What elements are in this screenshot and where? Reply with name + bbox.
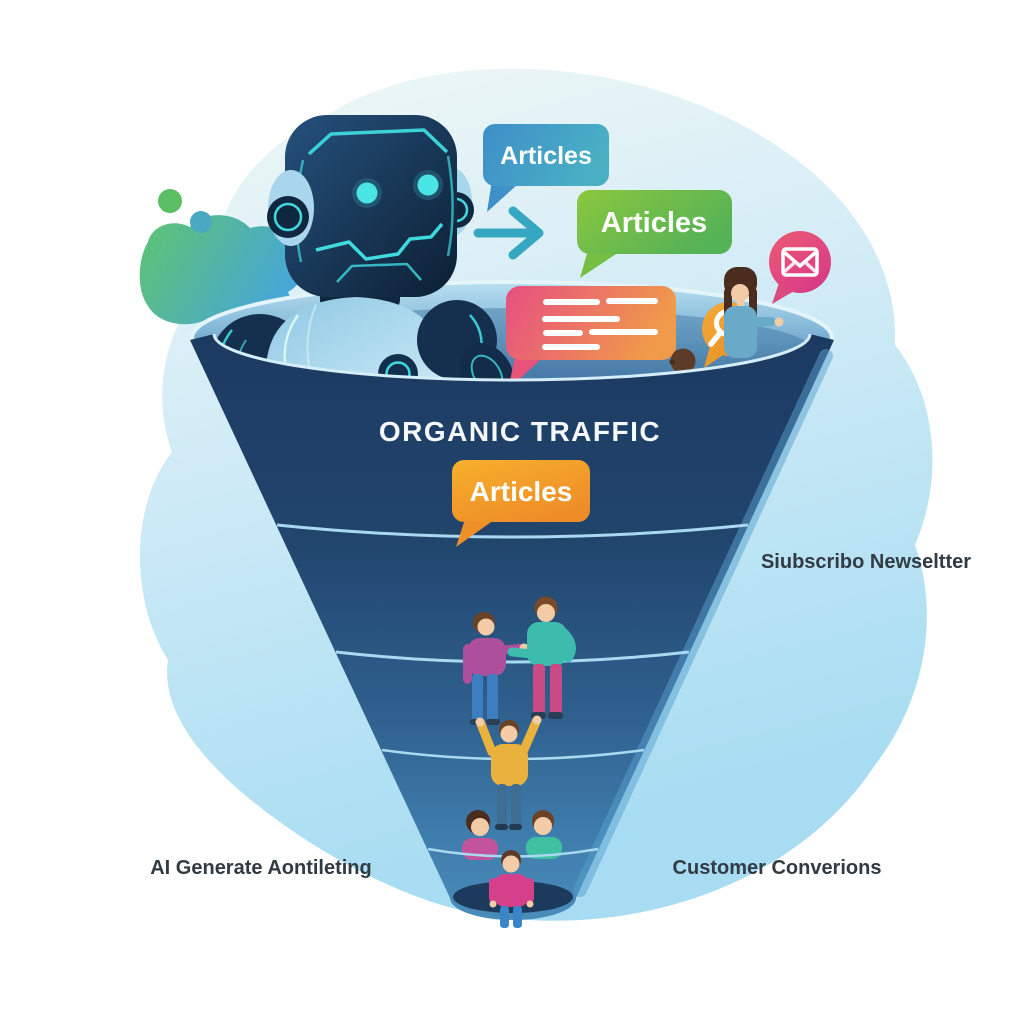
robot-head [285,115,457,297]
robot-ear-left [267,170,314,246]
chat-text-icon [542,298,658,350]
person-pair-left [463,612,529,725]
splash-dot-green [158,189,182,213]
robot-chin-line [336,262,422,283]
person-cheering [475,715,542,830]
funnel-cone [190,334,834,920]
woman-arm [750,317,776,326]
robot-forehead-line [307,128,449,156]
caption-ai-generate: AI Generate Aontileting [150,857,372,879]
green-bubble-label: Articles [601,207,707,239]
funnel-inner-lip-line [212,333,812,382]
arrow-right-icon [473,206,544,260]
caption-customer-conversions: Customer Converions [673,857,882,879]
blue-bubble-label: Articles [500,142,592,170]
email-icon [781,247,819,277]
caption-subscribe-newsletter: Siubscribo Newseltter [761,551,971,573]
speech-bubble-articles-orange: Articles [452,460,590,547]
email-bubble [769,231,831,304]
speech-bubble-articles-green: Articles [577,190,732,278]
robot-mouth [315,222,444,261]
funnel-title: ORGANIC TRAFFIC [379,416,661,447]
funnel-divider-1 [276,523,749,539]
speech-bubble-articles-blue: Articles [483,124,609,212]
woman-body [724,306,757,358]
funnel-cone-right-highlight [573,349,833,897]
funnel-divider-2 [335,650,690,664]
woman-face [731,284,749,302]
orange-bubble-label: Articles [470,476,573,507]
splash-dot-teal [190,211,212,233]
person-bottom [489,850,534,928]
person-woman-rim [724,267,784,358]
person-row-right [526,810,562,859]
